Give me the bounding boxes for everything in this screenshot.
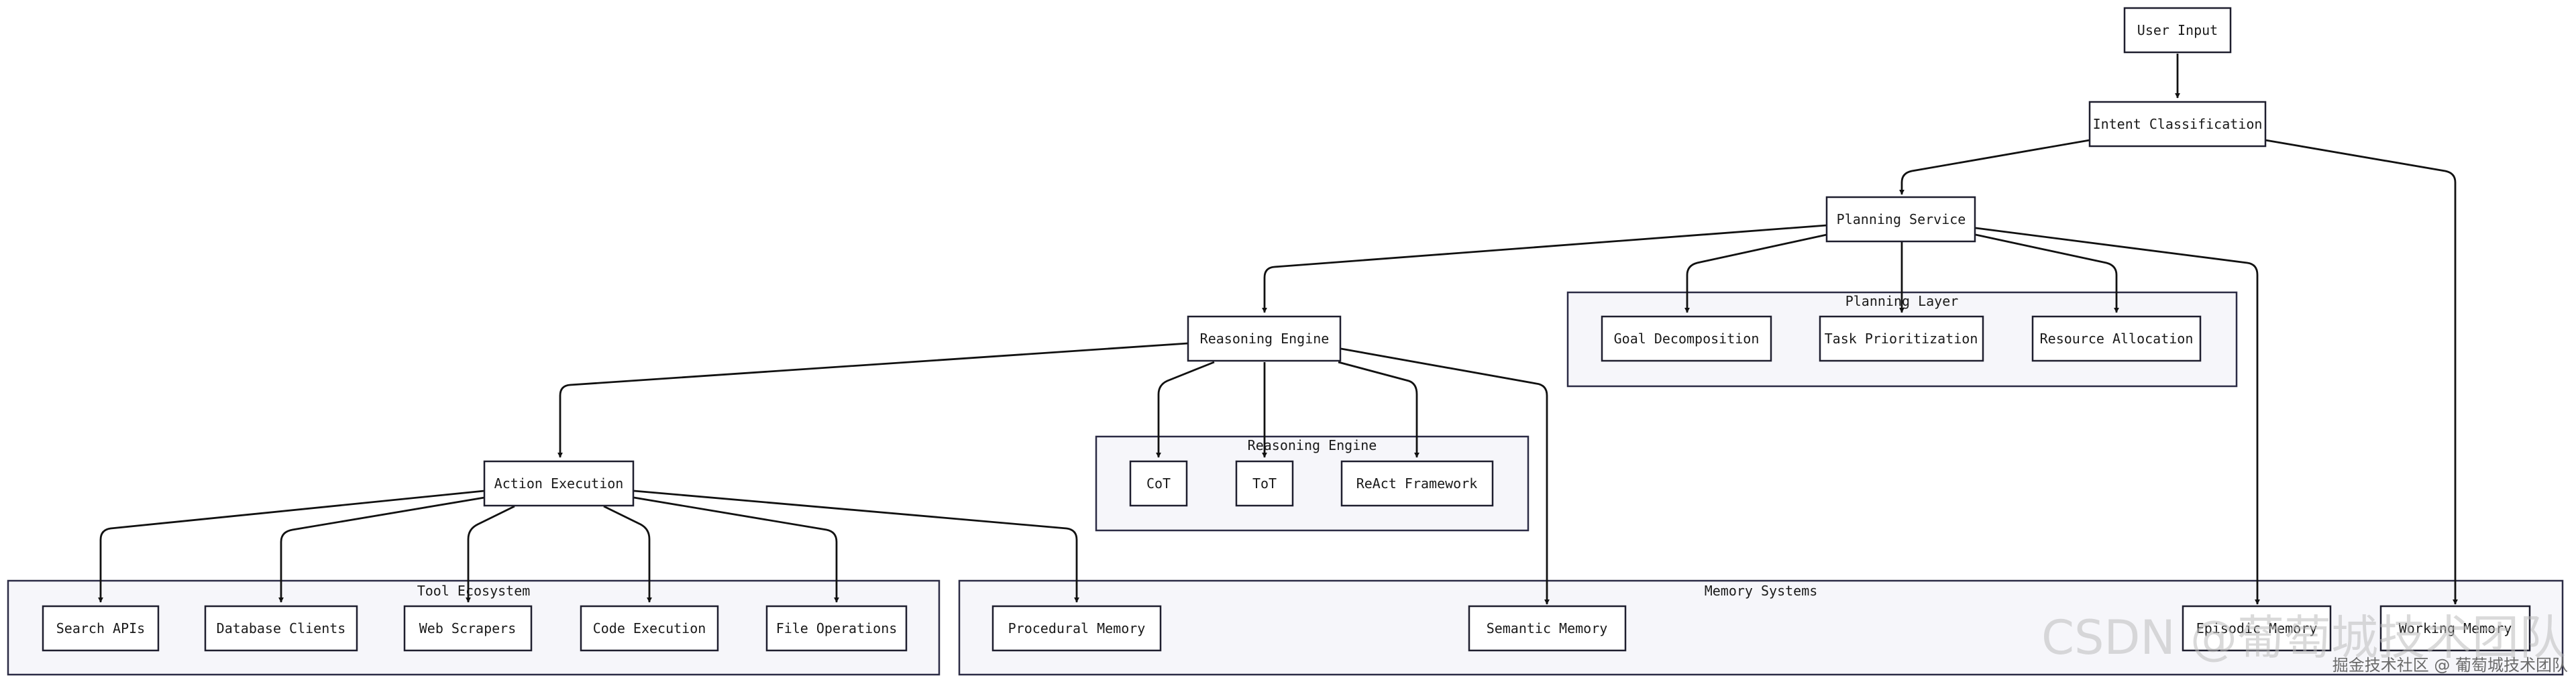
group-title-reasoning-engine: Reasoning Engine	[1248, 437, 1377, 453]
edge-reasoning-to-semantic	[1340, 347, 1550, 605]
node-label: Episodic Memory	[2196, 620, 2318, 636]
edge-action-to-procedural	[633, 490, 1079, 603]
node-episodic-memory[interactable]: Episodic Memory	[2182, 605, 2332, 652]
node-label: User Input	[2137, 22, 2218, 38]
node-planning-service[interactable]: Planning Service	[1825, 196, 1976, 243]
watermark-sub: 掘金技术社区 @ 葡萄城技术团队	[2332, 656, 2568, 675]
edge-reasoning-to-action	[557, 342, 1189, 458]
node-working-memory[interactable]: Working Memory	[2379, 605, 2531, 652]
edge-reasoning-to-cot	[1156, 361, 1215, 458]
group-title-memory-systems: Memory Systems	[1705, 583, 1818, 599]
edge-action-to-search	[98, 490, 485, 603]
node-code-execution[interactable]: Code Execution	[580, 605, 719, 652]
node-label: ReAct Framework	[1356, 475, 1478, 492]
node-semantic-memory[interactable]: Semantic Memory	[1468, 605, 1627, 652]
node-search-apis[interactable]: Search APIs	[42, 605, 160, 652]
node-label: CoT	[1146, 475, 1171, 492]
node-cot[interactable]: CoT	[1129, 460, 1188, 507]
edge-reasoning-to-react	[1338, 361, 1419, 458]
node-label: Web Scrapers	[419, 620, 517, 636]
node-label: Code Execution	[593, 620, 706, 636]
node-user-input[interactable]: User Input	[2123, 7, 2232, 54]
node-label: Semantic Memory	[1487, 620, 1608, 636]
node-label: ToT	[1252, 475, 1277, 492]
edge-action-to-scrapers	[466, 505, 515, 603]
group-title-tool-ecosystem: Tool Ecosystem	[417, 583, 531, 599]
edge-planning-to-episodic	[1975, 227, 2260, 605]
node-tot[interactable]: ToT	[1235, 460, 1294, 507]
node-database-clients[interactable]: Database Clients	[204, 605, 358, 652]
edge-planning-to-resource	[1975, 233, 2119, 313]
node-label: Search APIs	[56, 620, 145, 636]
node-resource-allocation[interactable]: Resource Allocation	[2031, 315, 2202, 362]
node-label: Intent Classification	[2093, 116, 2263, 132]
node-intent-classification[interactable]: Intent Classification	[2088, 101, 2267, 148]
node-label: Resource Allocation	[2040, 331, 2194, 347]
node-label: Action Execution	[494, 475, 624, 492]
edge-intent-to-working-memory	[2265, 139, 2458, 605]
edge-planning-to-reasoning	[1262, 224, 1827, 313]
node-procedural-memory[interactable]: Procedural Memory	[991, 605, 1162, 652]
edge-action-to-code	[603, 505, 652, 603]
node-label: Procedural Memory	[1008, 620, 1146, 636]
node-reasoning-engine[interactable]: Reasoning Engine	[1187, 315, 1342, 362]
node-label: File Operations	[776, 620, 898, 636]
node-task-prioritization[interactable]: Task Prioritization	[1819, 315, 1984, 362]
node-file-operations[interactable]: File Operations	[765, 605, 908, 652]
edge-action-to-database	[278, 496, 485, 603]
node-react-framework[interactable]: ReAct Framework	[1340, 460, 1494, 507]
edge-planning-to-goal	[1684, 233, 1827, 313]
edge-intent-to-planning	[1899, 139, 2090, 195]
watermark-main: CSDN @葡萄城技术团队	[2041, 610, 2566, 665]
node-label: Goal Decomposition	[1614, 331, 1760, 347]
node-web-scrapers[interactable]: Web Scrapers	[403, 605, 533, 652]
node-label: Working Memory	[2399, 620, 2512, 636]
edge-action-to-file	[633, 496, 839, 603]
node-label: Database Clients	[217, 620, 346, 636]
node-label: Planning Service	[1837, 211, 1966, 227]
node-goal-decomposition[interactable]: Goal Decomposition	[1601, 315, 1772, 362]
node-label: Reasoning Engine	[1200, 331, 1330, 347]
node-action-execution[interactable]: Action Execution	[483, 460, 635, 507]
edges	[98, 54, 2458, 605]
node-label: Task Prioritization	[1825, 331, 1978, 347]
